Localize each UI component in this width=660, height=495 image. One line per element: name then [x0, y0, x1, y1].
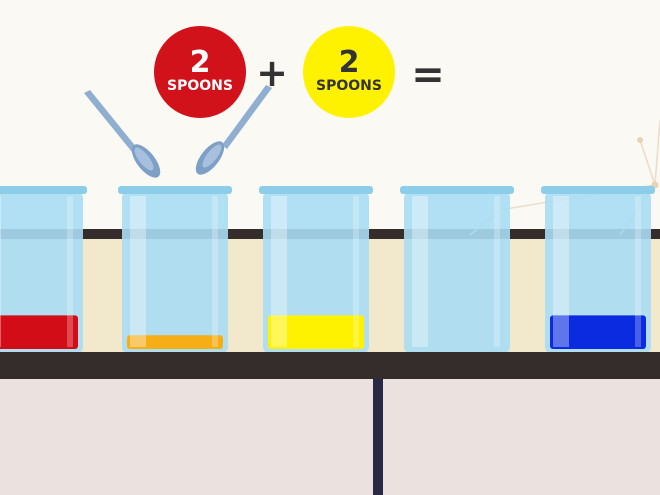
beaker-orange-glass [122, 192, 228, 353]
beaker-orange-shine [212, 196, 218, 347]
floor [0, 378, 660, 495]
beaker-red-shine [67, 196, 73, 347]
table-top [0, 352, 660, 379]
spoon-right [195, 85, 272, 175]
equals-sign: = [411, 52, 445, 98]
beaker-yellow-glass [263, 192, 369, 353]
beaker-yellow [259, 186, 373, 353]
red-badge-unit: SPOONS [167, 78, 233, 94]
beaker-blue-shine [635, 196, 641, 347]
red-badge-count: 2 [190, 45, 211, 80]
beaker-orange [118, 186, 232, 353]
beaker-yellow-liquid [268, 315, 364, 349]
red-spoons-badge [154, 26, 246, 118]
beaker-red-rim [0, 186, 87, 194]
table-leg [373, 378, 383, 495]
beaker-orange-highlight [130, 196, 146, 347]
beaker-row [0, 186, 655, 353]
beaker-red-glass [0, 192, 83, 353]
beaker-orange-liquid [127, 335, 223, 349]
beaker-red-highlight [0, 196, 1, 347]
yellow-badge-unit: SPOONS [316, 78, 382, 94]
beaker-yellow-highlight [271, 196, 287, 347]
beaker-empty-shine [494, 196, 500, 347]
beaker-empty-rim [400, 186, 514, 194]
beaker-empty [400, 186, 514, 353]
beaker-empty-highlight [412, 196, 428, 347]
beaker-blue-glass [545, 192, 651, 353]
spoon-left [84, 90, 161, 178]
beaker-blue [541, 186, 655, 353]
beaker-empty-glass [404, 192, 510, 353]
beaker-red [0, 186, 87, 353]
yellow-badge-count: 2 [339, 45, 360, 80]
beaker-yellow-shine [353, 196, 359, 347]
beaker-blue-highlight [553, 196, 569, 347]
beaker-blue-rim [541, 186, 655, 194]
beaker-orange-rim [118, 186, 232, 194]
yellow-spoons-badge [303, 26, 395, 118]
equation: 2 SPOONS + 2 SPOONS = [154, 26, 445, 118]
beaker-blue-liquid [550, 315, 646, 349]
beaker-red-liquid [0, 315, 78, 349]
plus-sign: + [256, 51, 288, 95]
beaker-yellow-rim [259, 186, 373, 194]
